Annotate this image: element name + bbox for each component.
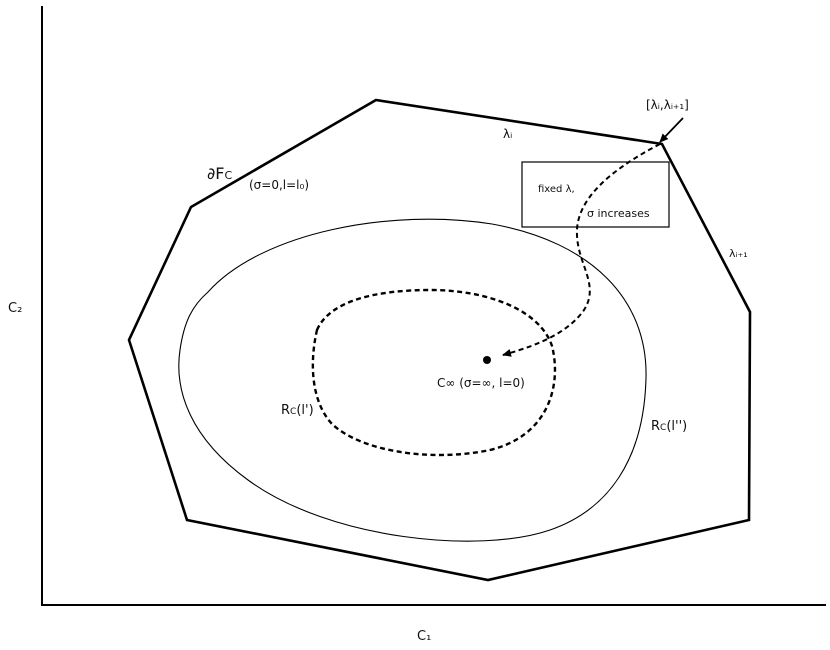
- trajectory-arrow: [502, 143, 661, 357]
- center-label: C∞ (σ=∞, l=0): [437, 376, 525, 390]
- annotation-box: [521, 161, 670, 228]
- lambda-vertex-label: [λᵢ,λᵢ₊₁]: [646, 98, 689, 112]
- x-axis-label: C₁: [417, 629, 431, 644]
- y-axis-label: C₂: [8, 301, 22, 316]
- outer-region-curve: [178, 218, 647, 542]
- lambda-i-label: λᵢ: [503, 127, 512, 141]
- box-line1: fixed λ,: [538, 184, 575, 195]
- initial-condition-label: (σ=0,l=l₀): [249, 178, 309, 192]
- boundary-polygon: [127, 98, 752, 582]
- outer-region-label: RC(l''): [651, 419, 687, 434]
- box-line2: σ increases: [587, 207, 650, 220]
- lambda-i1-label: λᵢ₊₁: [729, 247, 748, 260]
- inner-region-label: RC(l'): [281, 403, 314, 418]
- boundary-label: ∂FC: [207, 164, 232, 183]
- vertex-arrow: [659, 117, 684, 143]
- center-point: [483, 356, 491, 364]
- inner-region-curve: [311, 288, 557, 457]
